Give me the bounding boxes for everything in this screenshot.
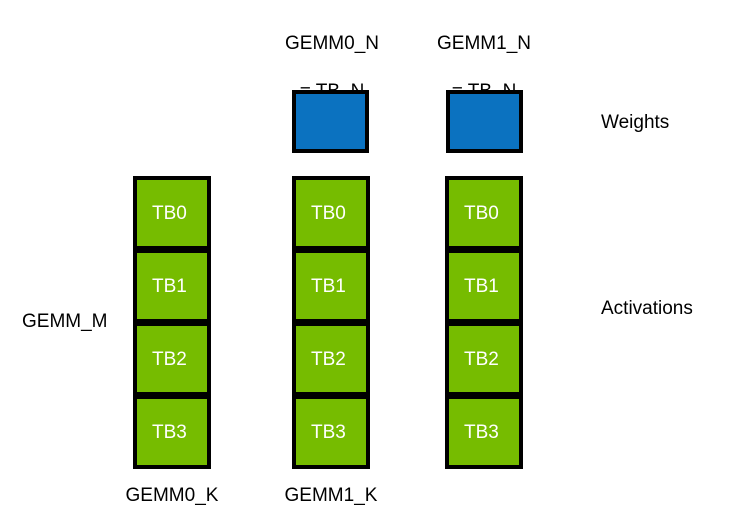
activation-cell[interactable]: TB2 (292, 322, 370, 396)
activation-column-2: TB0 TB1 TB2 TB3 (445, 176, 523, 469)
label-gemm-m: GEMM_M (22, 311, 108, 332)
label-gemm0-k: GEMM0_K (125, 485, 219, 506)
activation-column-1: TB0 TB1 TB2 TB3 (292, 176, 370, 469)
activation-cell-label: TB3 (464, 421, 499, 443)
activation-cell-label: TB2 (311, 348, 346, 370)
activation-cell-label: TB0 (311, 202, 346, 224)
activation-cell-label: TB3 (152, 421, 187, 443)
activation-cell[interactable]: TB1 (292, 249, 370, 323)
activation-cell-label: TB0 (152, 202, 187, 224)
activation-cell[interactable]: TB2 (445, 322, 523, 396)
activation-cell[interactable]: TB1 (445, 249, 523, 323)
activation-cell[interactable]: TB3 (133, 395, 211, 469)
activation-cell-label: TB1 (464, 275, 499, 297)
activation-cell-label: TB0 (464, 202, 499, 224)
activation-cell[interactable]: TB0 (445, 176, 523, 250)
activation-cell-label: TB2 (152, 348, 187, 370)
label-gemm1-k: GEMM1_K (284, 485, 378, 506)
activation-cell-label: TB1 (152, 275, 187, 297)
activation-cell[interactable]: TB3 (445, 395, 523, 469)
activation-cell-label: TB1 (311, 275, 346, 297)
activation-cell[interactable]: TB1 (133, 249, 211, 323)
top-label-gemm0-n-line1: GEMM0_N (285, 33, 379, 54)
label-weights: Weights (601, 112, 670, 133)
activation-cell-label: TB2 (464, 348, 499, 370)
activation-cell[interactable]: TB2 (133, 322, 211, 396)
activation-cell[interactable]: TB3 (292, 395, 370, 469)
weight-box-gemm1[interactable] (446, 90, 523, 153)
activation-cell[interactable]: TB0 (292, 176, 370, 250)
label-activations: Activations (601, 298, 693, 319)
activation-cell[interactable]: TB0 (133, 176, 211, 250)
activation-column-0: TB0 TB1 TB2 TB3 (133, 176, 211, 469)
top-label-gemm1-n-line1: GEMM1_N (437, 33, 531, 54)
activation-cell-label: TB3 (311, 421, 346, 443)
weight-box-gemm0[interactable] (292, 90, 369, 153)
